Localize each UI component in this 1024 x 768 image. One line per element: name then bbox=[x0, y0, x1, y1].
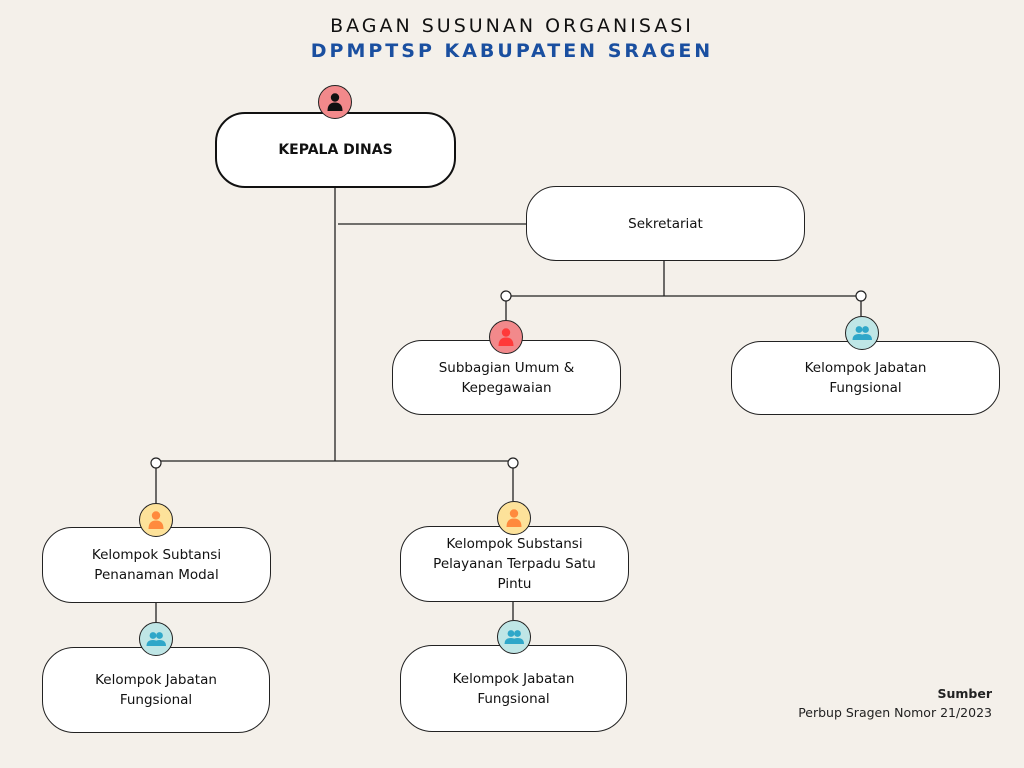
chart-subtitle: DPMPTSP KABUPATEN SRAGEN bbox=[310, 40, 714, 62]
joint-dot bbox=[500, 290, 512, 302]
source-value: Perbup Sragen Nomor 21/2023 bbox=[798, 705, 992, 720]
joint-dot bbox=[855, 290, 867, 302]
node-label: Subbagian Umum & Kepegawaian bbox=[438, 359, 575, 396]
node-label: Kelompok Jabatan Fungsional bbox=[804, 360, 927, 396]
node-label: Sekretariat bbox=[628, 215, 703, 232]
joint-dot bbox=[150, 457, 162, 469]
person-icon bbox=[139, 503, 173, 537]
person-icon bbox=[497, 501, 531, 535]
people-group-icon bbox=[845, 316, 879, 350]
person-icon bbox=[489, 320, 523, 354]
joint-dot bbox=[507, 457, 519, 469]
source-label: Sumber bbox=[937, 686, 992, 701]
node-jabatan-fungsional-sekretariat: Kelompok Jabatan Fungsional bbox=[731, 341, 1000, 415]
node-sekretariat: Sekretariat bbox=[526, 186, 805, 261]
node-label: Kelompok Substansi Pelayanan Terpadu Sat… bbox=[433, 536, 596, 592]
node-jabatan-fungsional-pelayanan: Kelompok Jabatan Fungsional bbox=[400, 645, 627, 732]
people-group-icon bbox=[497, 620, 531, 654]
node-kepala-dinas: KEPALA DINAS bbox=[215, 112, 456, 188]
node-jabatan-fungsional-penanaman: Kelompok Jabatan Fungsional bbox=[42, 647, 270, 733]
chart-title: BAGAN SUSUNAN ORGANISASI bbox=[330, 15, 694, 37]
node-label: Kelompok Jabatan Fungsional bbox=[95, 672, 217, 708]
node-label: Kelompok Subtansi Penanaman Modal bbox=[91, 547, 222, 583]
node-subtansi-penanaman-modal: Kelompok Subtansi Penanaman Modal bbox=[42, 527, 271, 603]
people-group-icon bbox=[139, 622, 173, 656]
node-label: Kelompok Jabatan Fungsional bbox=[452, 670, 575, 707]
node-substansi-pelayanan-terpadu: Kelompok Substansi Pelayanan Terpadu Sat… bbox=[400, 526, 629, 602]
person-icon bbox=[318, 85, 352, 119]
node-label: KEPALA DINAS bbox=[278, 142, 393, 158]
